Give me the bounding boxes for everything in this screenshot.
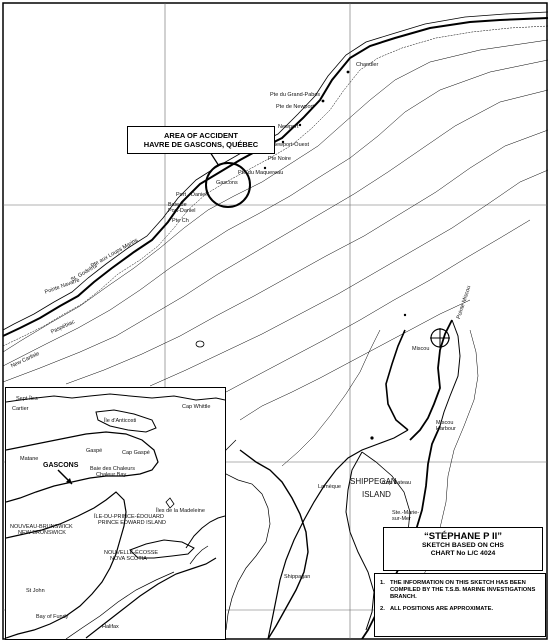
label-pte-grand-pabos: Pte du Grand-Pabos [270, 92, 321, 98]
label-newport: Newport [278, 124, 299, 130]
sketch-title-box: “STÉPHANE P II” SKETCH BASED ON CHS CHAR… [383, 527, 543, 571]
accident-area-callout: AREA OF ACCIDENT HAVRE DE GASCONS, QUÉBE… [127, 126, 275, 154]
inset-label-madeleine: Îles de la Madeleine [156, 508, 205, 514]
label-gascons-main: Gascons [216, 180, 238, 186]
inset-label-gascons: GASCONS [43, 462, 79, 469]
inset-label-matane: Matane [20, 456, 39, 462]
label-chandler: Chandler [356, 62, 379, 68]
inset-label-chaleur-bay: Chaleur Bay [96, 472, 127, 478]
label-pte-ch: Pte Ch [172, 218, 189, 224]
label-island: ISLAND [362, 490, 391, 499]
inset-label-bay-fundy: Bay of Fundy [36, 614, 69, 620]
accident-area-circle [205, 151, 251, 208]
vessel-name: “STÉPHANE P II” [424, 531, 502, 542]
inset-map-drawing [6, 393, 225, 639]
label-newport-ouest: Newport-Ouest [272, 142, 309, 148]
note-1-text: THE INFORMATION ON THIS SKETCH HAS BEEN … [390, 580, 536, 600]
label-shippagan: Shippagan [284, 574, 311, 580]
label-ste-marie-sur-mer: Ste.-Marie-sur-Mer [392, 510, 420, 522]
label-miscou-harbour: Miscou Harbour [436, 420, 456, 432]
label-pte-newport: Pte de Newport [276, 104, 314, 110]
note-2: 2. ALL POSITIONS ARE APPROXIMATE. [380, 606, 540, 613]
label-pte-noire: Pte Noire [268, 156, 291, 162]
inset-label-new-brunswick: NEW BRUNSWICK [18, 530, 66, 536]
inset-label-halifax: Halifax [102, 624, 119, 630]
callout-line-1: AREA OF ACCIDENT [163, 131, 239, 140]
inset-label-cap-whittle: Cap Whittle [182, 404, 211, 410]
inset-label-nouveau-brunswick: NOUVEAU-BRUNSWICK [10, 524, 73, 530]
inset-label-st-john: St John [26, 588, 45, 594]
label-miscou: Miscou [412, 346, 430, 352]
inset-label-ipe: ÎLE-DU-PRINCE-ÉDOUARD [94, 514, 164, 520]
label-port-daniel: Port - Daniel [176, 192, 207, 198]
inset-label-pei: PRINCE EDWARD ISLAND [98, 520, 166, 526]
note-1-number: 1. [380, 580, 385, 586]
inset-label-sept-iles: Sept-Îles [16, 396, 38, 402]
title-line-2: CHART No L/C 4024 [430, 550, 496, 557]
note-2-number: 2. [380, 606, 385, 612]
inset-label-nouvelle-ecosse: NOUVELLE-ÉCOSSE [104, 550, 159, 556]
inset-label-baie-chaleurs: Baie des Chaleurs [90, 466, 135, 472]
notes-box: 1. THE INFORMATION ON THIS SKETCH HAS BE… [374, 573, 546, 637]
label-baie-port-daniel: Baie de Port-Daniel [168, 202, 196, 214]
inset-label-gaspe: Gaspé [86, 448, 103, 454]
label-cap-bateau: Cap Bateau [382, 480, 412, 486]
label-shippegan: SHIPPEGAN [350, 477, 397, 486]
label-lameque: Lamèque [318, 484, 341, 490]
callout-line-2: HAVRE DE GASCONS, QUÉBEC [143, 140, 259, 149]
note-2-text: ALL POSITIONS ARE APPROXIMATE. [390, 606, 494, 612]
inset-label-cap-gaspe: Cap Gaspé [122, 450, 150, 456]
inset-locator-map: GASCONS Baie des Chaleurs Chaleur Bay NO… [5, 387, 226, 640]
inset-label-anticosti: Île d'Anticosti [104, 418, 137, 424]
inset-label-nova-scotia: NOVA SCOTIA [110, 556, 147, 562]
miscou-position-marker [430, 328, 450, 348]
title-line-1: SKETCH BASED ON CHS [422, 542, 504, 549]
note-1: 1. THE INFORMATION ON THIS SKETCH HAS BE… [380, 580, 540, 601]
label-pte-maquereau: Pte du Maquereau [238, 170, 284, 176]
inset-label-cartier: Cartier [12, 406, 29, 412]
